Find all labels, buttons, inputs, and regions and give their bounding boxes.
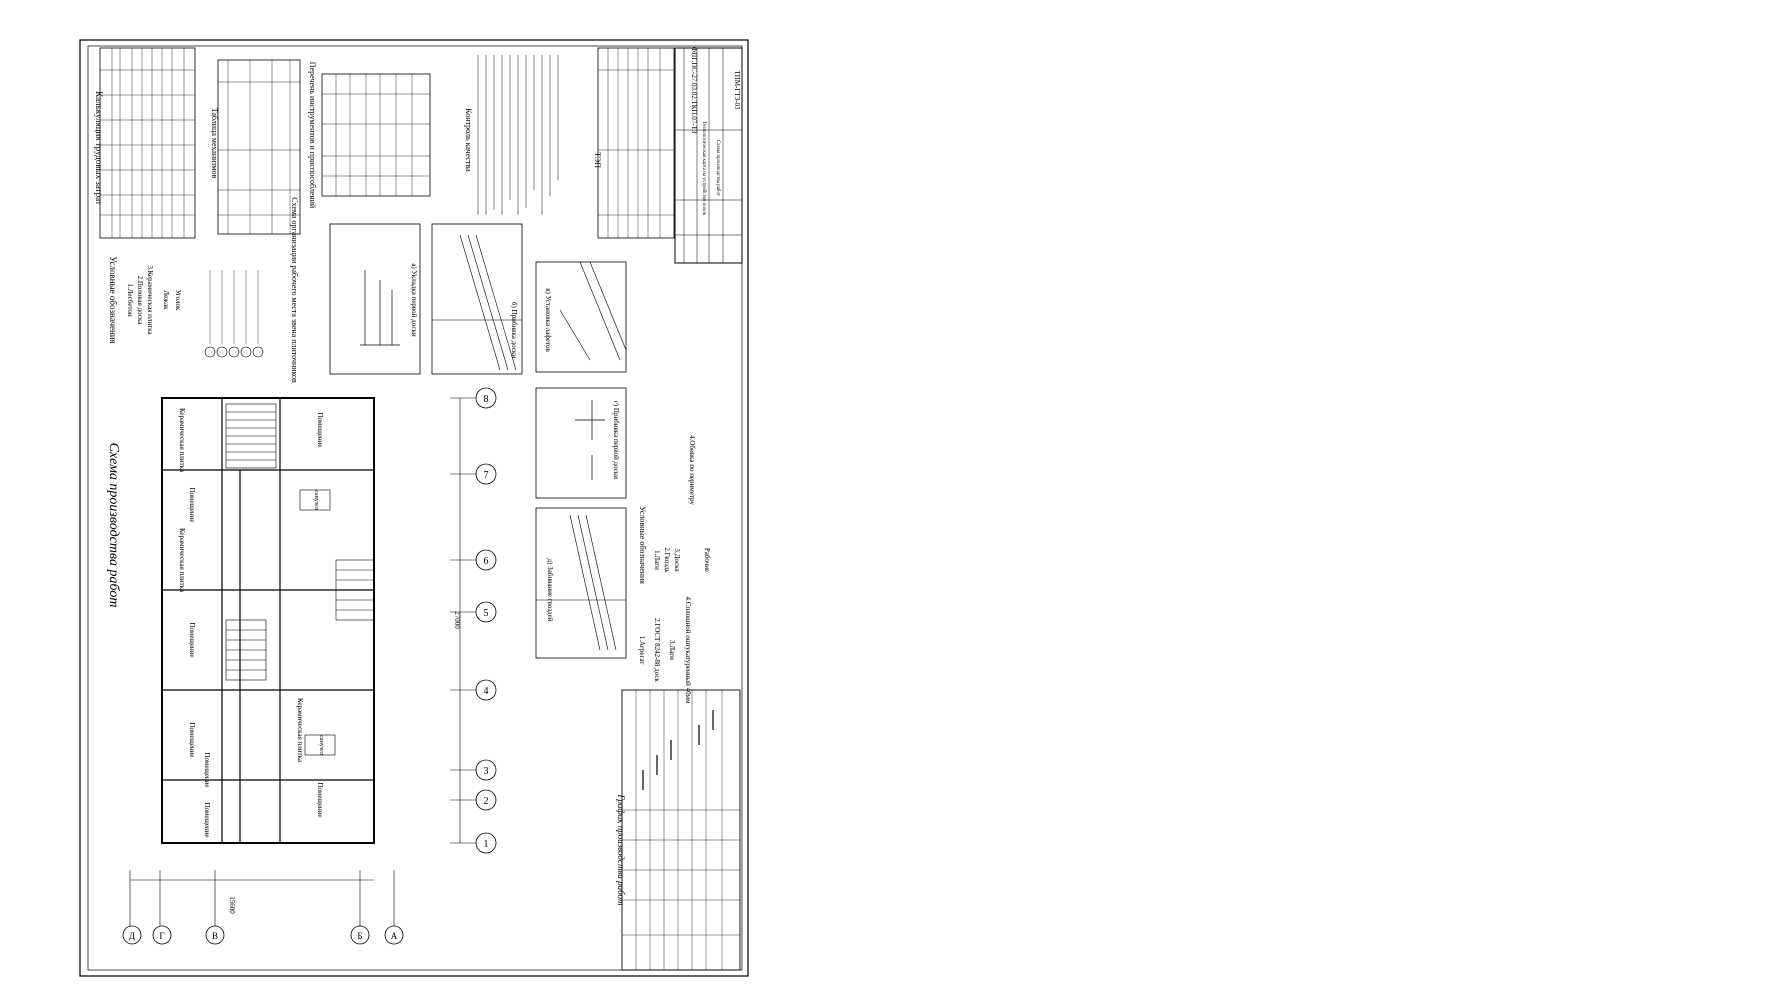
axis-d: Д xyxy=(129,931,135,941)
detail-c-label: в) Установка лафетов xyxy=(544,288,552,352)
legend-item-3: 3.Керамическая плитка xyxy=(146,265,154,335)
detail-legend-1: 1.Лаги xyxy=(653,550,661,570)
axis-7: 7 xyxy=(484,470,489,481)
axis-a: А xyxy=(391,931,398,941)
detail-b-label: б) Прибивка доски xyxy=(510,302,518,358)
stamp-row-1: Технологическая карта на устройство поло… xyxy=(701,121,706,216)
detail-legend-title: Условные обозначения xyxy=(638,506,647,584)
legend-top: Условные обозначения 1.Лесбетон 2.Полова… xyxy=(108,256,182,344)
stairs-middle xyxy=(225,619,267,681)
legend-item-4: Лежак xyxy=(162,290,170,310)
detail-legend-b2: 2.ГОСТ 8242-88 доск xyxy=(653,618,661,682)
room-note-2: санузел xyxy=(318,735,324,755)
dim-h-total: 15600 xyxy=(228,896,236,914)
stamp-row-2: Схема производства работ xyxy=(715,140,720,197)
tep-title: ТЭП xyxy=(593,152,602,168)
axis-1: 1 xyxy=(484,839,489,850)
axis-4: 4 xyxy=(484,686,489,697)
axis-b: Б xyxy=(357,931,362,941)
tile-label-3: Керамическая плитка xyxy=(296,698,304,763)
detail-e: д) Забивание гвоздей xyxy=(535,507,627,659)
axis-2: 2 xyxy=(484,796,489,807)
room-label-7: Помещение xyxy=(203,802,211,837)
detail-legend: Условные обозначения 1.Лаги 2.Гвоздь 3.Д… xyxy=(638,435,711,704)
stamp-code: ФПГ.ПС-27.03.02.ТКП.07-ТЗ xyxy=(690,47,698,134)
axis-v: В xyxy=(212,931,218,941)
labor-costs-table: Калькуляция трудовых затрат xyxy=(94,47,196,239)
org-scheme-title: Схема организации рабочего места звена п… xyxy=(290,197,299,383)
room-box-2 xyxy=(304,734,336,756)
legend-item-5: Уголок xyxy=(174,290,182,311)
title-block: ФПГ.ПС-27.03.02.ТКП.07-ТЗ ТПМ-ГТЗ-03 Тех… xyxy=(674,47,743,264)
axis-g: Г xyxy=(159,931,164,941)
axis-3: 3 xyxy=(484,766,489,777)
stamp-code-2: ТПМ-ГТЗ-03 xyxy=(733,70,741,110)
tile-label-2: Керамическая плитка xyxy=(178,528,186,593)
stairs-right xyxy=(335,559,375,621)
main-title: Схема производства работ xyxy=(106,443,121,608)
legend-circles xyxy=(204,270,264,358)
tools-list-title: Перечень инструментов и приспособлений xyxy=(308,62,317,209)
room-label-6: Помещение xyxy=(203,752,211,787)
detail-legend-2: 2.Гвоздь xyxy=(663,547,671,572)
axis-8: 8 xyxy=(484,394,489,405)
room-label-5: Помещение xyxy=(316,782,324,817)
tools-table-title: Таблица механизмов xyxy=(210,108,219,179)
room-label-3: Помещение xyxy=(188,622,196,657)
detail-b: б) Прибивка доски xyxy=(431,223,523,375)
labor-costs-title: Калькуляция трудовых затрат xyxy=(94,91,104,205)
room-label-1: Помещение xyxy=(316,412,324,447)
room-label-2: Помещение xyxy=(188,487,196,522)
detail-legend-b1: 1.Агрегат xyxy=(638,636,646,665)
quality-control-block: Контроль качества xyxy=(464,55,559,215)
room-note-1: санузел xyxy=(313,490,319,510)
detail-c: в) Установка лафетов xyxy=(535,261,627,373)
detail-e-label: д) Забивание гвоздей xyxy=(546,559,554,622)
detail-d: г) Прибивка первой доски xyxy=(535,387,627,499)
detail-legend-4: 4.Обивка по периметру xyxy=(688,435,696,505)
sheet-inner-frame xyxy=(87,45,743,971)
legend-item-1: 1.Лесбетон xyxy=(126,283,134,316)
detail-a: а) Укладка первой доски xyxy=(329,223,421,375)
detail-a-label: а) Укладка первой доски xyxy=(410,263,418,337)
axis-5: 5 xyxy=(484,608,489,619)
floor-plan: Помещение Помещение Помещение Помещение … xyxy=(161,397,375,844)
stairs-top xyxy=(225,403,277,469)
schedule-title: График производства работ xyxy=(616,794,626,906)
legend-item-2: 2.Половая доска xyxy=(136,276,144,326)
quality-control-title: Контроль качества xyxy=(464,108,473,172)
detail-legend-b3: 3.Лаги xyxy=(668,640,676,660)
detail-legend-5: Рабочие xyxy=(703,548,711,572)
detail-d-label: г) Прибивка первой доски xyxy=(612,401,620,479)
tools-list-table: Перечень инструментов и приспособлений xyxy=(308,62,431,209)
detail-legend-3: 3.Доска xyxy=(673,548,681,572)
axis-markers xyxy=(122,387,497,945)
tep-table: ТЭП xyxy=(593,47,675,239)
detail-legend-b4: 4.Сплошной оштукатуренный 40мм xyxy=(684,597,692,705)
legend-title: Условные обозначения xyxy=(108,256,118,344)
room-box-1 xyxy=(299,489,331,511)
room-label-4: Помещение xyxy=(188,722,196,757)
tile-label-1: Керамическая плитка xyxy=(178,408,186,473)
axis-labels: 8 7 6 5 4 3 2 1 Д Г В Б А xyxy=(129,394,489,941)
dim-total: 27000 xyxy=(453,611,461,629)
tools-table: Таблица механизмов xyxy=(210,59,301,235)
axis-6: 6 xyxy=(484,556,489,567)
schedule-table: График производства работ xyxy=(616,689,741,971)
